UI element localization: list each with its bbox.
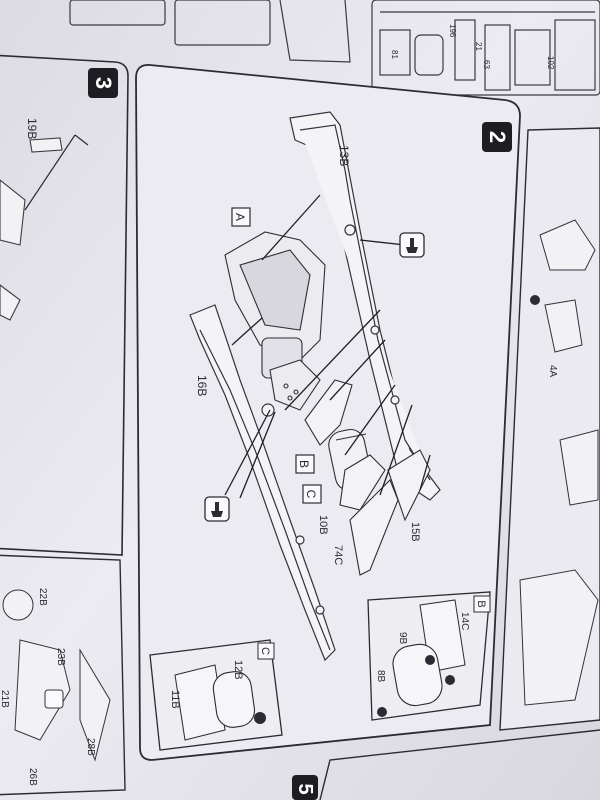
part-label-26b: 26B [27,768,38,786]
svg-text:C: C [259,647,271,655]
part-label-13b: 13B [337,145,351,166]
callout-c: C [304,490,318,499]
sprue-numbers: 196 81 63 21 102 [390,24,555,70]
sprue-label-102: 102 [546,56,555,70]
sprue-label-21: 21 [474,42,483,51]
chassis-rail-13b [289,111,441,501]
glue-tube-icon [204,496,230,522]
part-label-12b: 12B [232,660,244,680]
step-5-panel: 5 [292,729,600,800]
circled-g-icon [530,295,540,305]
engine-assembly [224,231,326,411]
part-label-28b: 28B [85,738,96,756]
part-label-9b: 9B [397,632,408,645]
circled-a-icon [254,712,266,724]
callout-a: A [233,213,247,221]
assembly-arrows [224,194,431,499]
part-label-16b: 16B [195,375,209,396]
sprue-diagram-top [69,0,600,96]
step-3-number: 3 [91,77,116,89]
step-5-number: 5 [294,783,316,794]
part-label-8b: 8B [375,670,386,683]
step-left-lower-panel: 22B 23B 28B 26B 21B [0,554,126,796]
part-label-4a: 4A [547,365,558,378]
step-2-panel: 2 13B 16B [135,64,521,761]
part-label-19b: 19B [25,118,39,139]
step-2-number: 2 [485,131,510,143]
part-label-11b: 11B [169,690,181,709]
chassis-rail-16b [189,304,336,662]
svg-text:B: B [475,600,487,607]
glue-tube-icon [399,232,425,258]
step-right-panel: 4A [499,127,600,731]
part-label-22b: 22B [37,588,48,606]
step-3-panel: 3 19B [0,54,129,556]
subassembly-box-c: C 12B 11B [149,639,283,751]
sprue-label-81: 81 [390,50,399,59]
part-label-10b: 10B [317,515,329,535]
part-label-15b: 15B [409,522,421,542]
part-label-74c: 74C [332,545,344,565]
sprue-label-196: 196 [448,24,457,38]
sprue-label-63: 63 [482,60,491,69]
part-label-23b: 23B [55,648,66,666]
part-label-21b: 21B [0,690,10,708]
part-label-14c: 14C [459,612,470,630]
callout-b: B [297,460,311,468]
subassembly-box-b: B 14C 9B 8B [367,591,491,721]
